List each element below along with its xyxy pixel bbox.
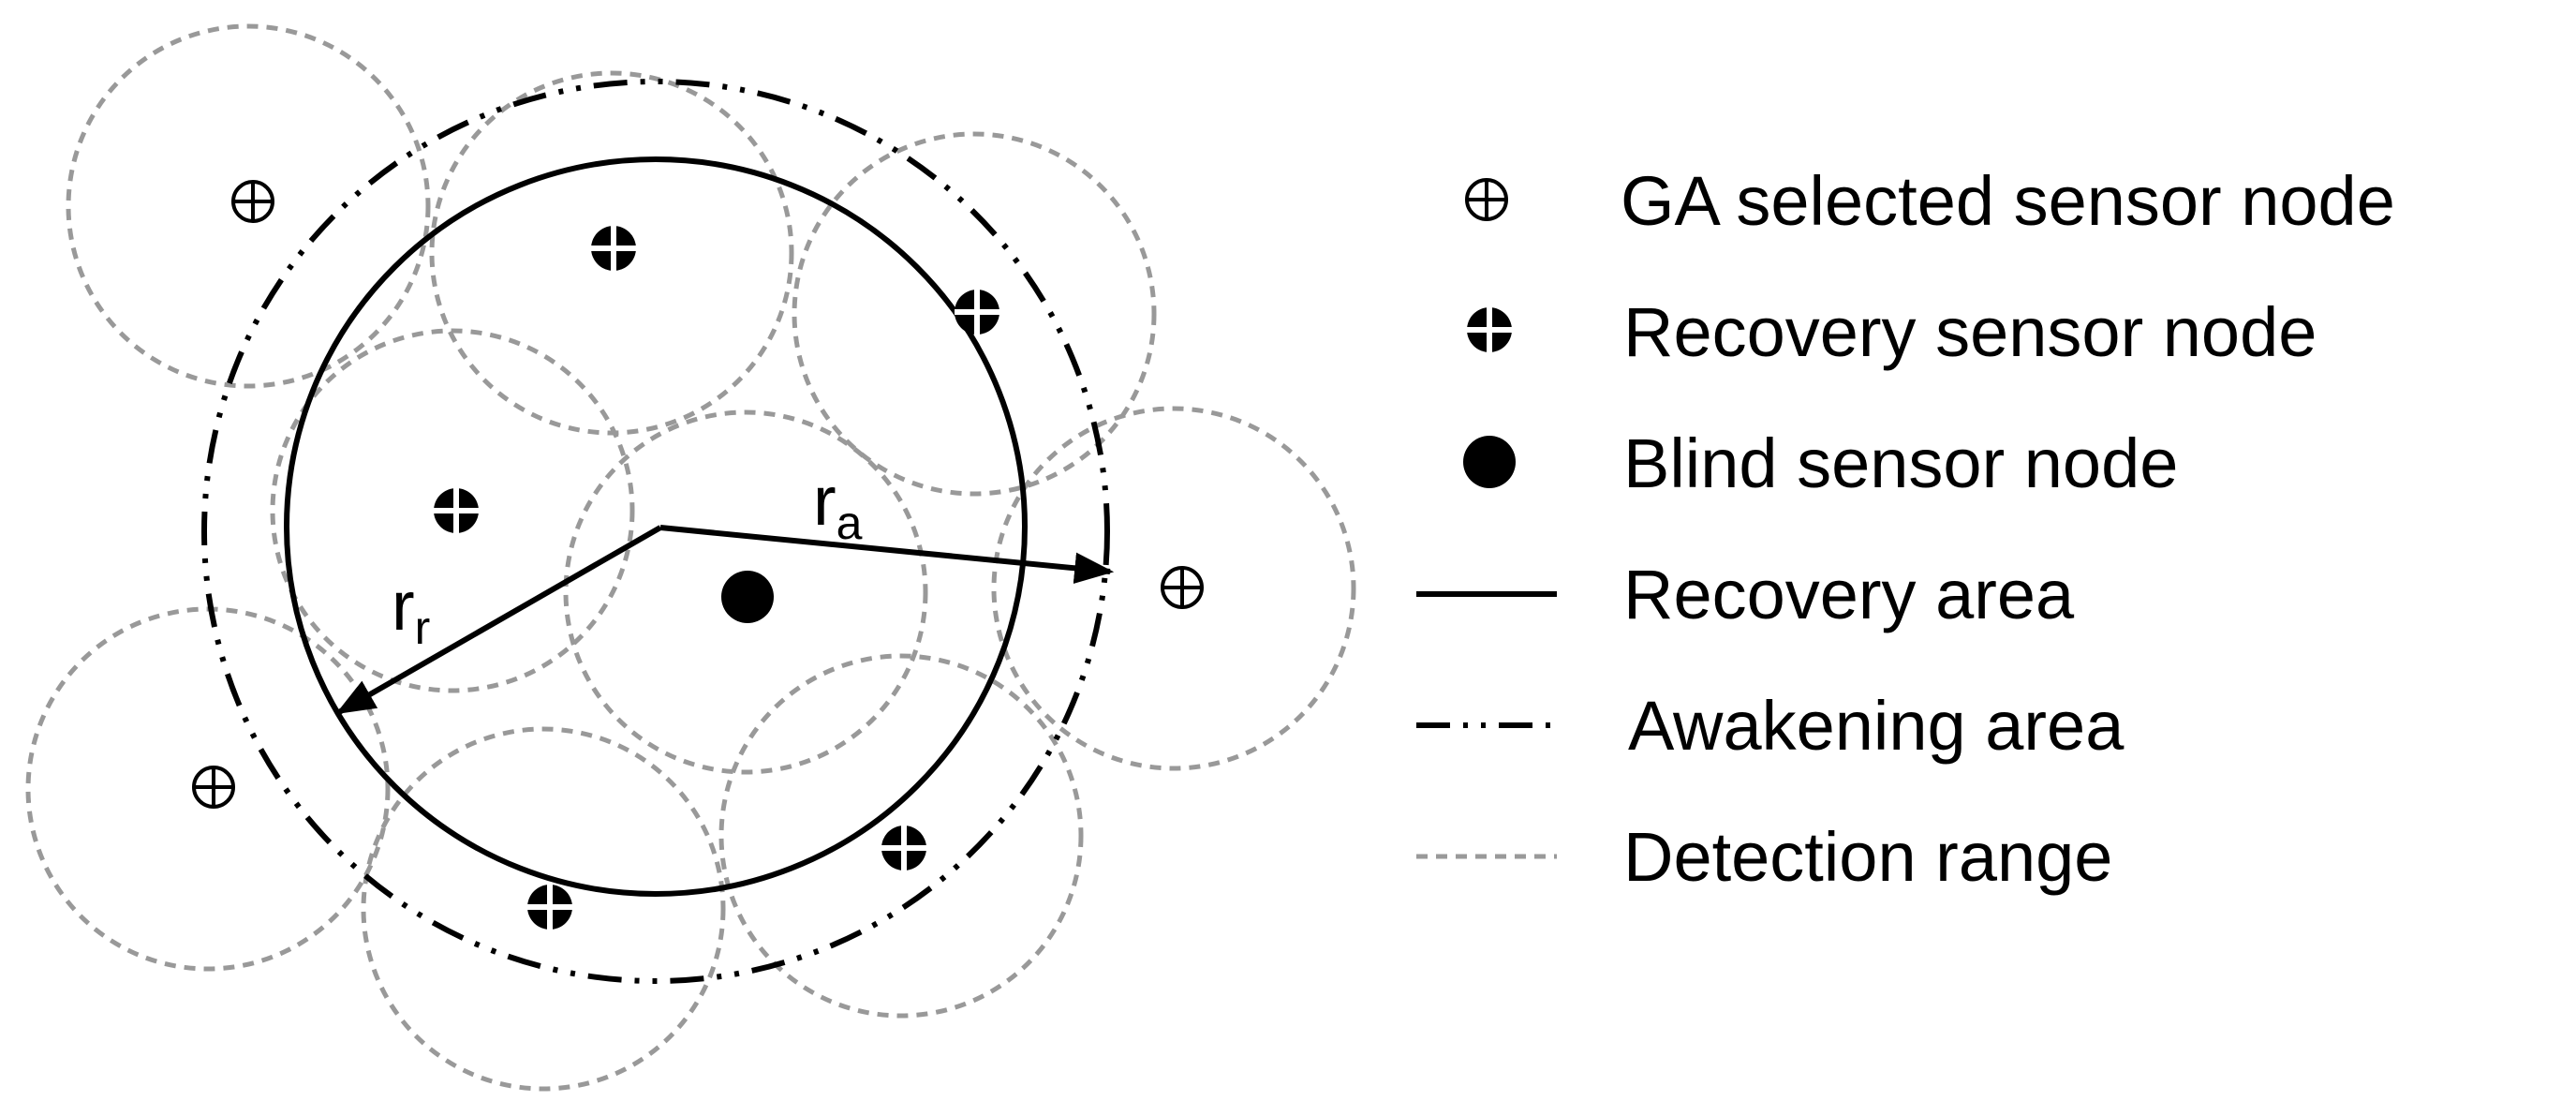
ga-selected-node-icon: [1465, 178, 1508, 221]
radius-a-arrow: [659, 525, 1115, 585]
recovery-node-icon: [434, 488, 479, 533]
radius-r-label: rr: [392, 567, 430, 654]
recovery-node-icon: [527, 885, 572, 930]
radius-r-sub: r: [415, 602, 431, 654]
legend-item-detection-range: Detection range: [1416, 818, 2112, 896]
legend-label: Recovery sensor node: [1623, 293, 2317, 371]
recovery-node-icon: [591, 226, 636, 271]
blind-node-icon: [721, 571, 774, 623]
ga-selected-node-icon: [231, 180, 274, 223]
radius-r-arrow: [335, 525, 662, 715]
recovery-nodes: [434, 226, 999, 930]
detection-range-circle: [429, 70, 794, 436]
detection-range-circle: [563, 409, 928, 775]
detection-range-circle: [718, 653, 1084, 1019]
legend-label: GA selected sensor node: [1621, 162, 2395, 240]
detection-range-circle: [792, 131, 1157, 497]
radius-a-sub: a: [836, 497, 863, 549]
legend-item-blind-node: Blind sensor node: [1463, 424, 2178, 502]
legend-label: Detection range: [1623, 818, 2112, 896]
radius-r-main: r: [392, 567, 415, 645]
blind-node-icon: [1463, 436, 1516, 488]
recovery-node-icon: [1467, 307, 1512, 352]
ga-selected-node-icon: [1161, 566, 1204, 609]
legend-label: Awakening area: [1628, 687, 2124, 765]
recovery-area: [284, 156, 1028, 897]
detection-range-circles: [25, 23, 1356, 1092]
legend-item-awakening-area: Awakening area: [1416, 687, 2124, 765]
ga-selected-nodes: [192, 180, 1204, 809]
ga-selected-node-icon: [192, 766, 235, 809]
radius-a-label: ra: [813, 462, 863, 549]
legend-label: Recovery area: [1623, 556, 2075, 633]
awakening-area: [201, 79, 1110, 984]
detection-range-circle: [25, 606, 391, 972]
recovery-node-icon: [955, 290, 999, 335]
detection-range-circle: [991, 406, 1356, 771]
legend-item-recovery-node: Recovery sensor node: [1467, 293, 2317, 371]
legend: GA selected sensor node Recovery sensor …: [1416, 162, 2395, 896]
detection-range-circle: [66, 23, 431, 389]
detection-range-circle: [361, 726, 726, 1092]
detection-range-circle: [270, 328, 635, 693]
legend-item-ga-selected: GA selected sensor node: [1465, 162, 2395, 240]
legend-item-recovery-area: Recovery area: [1416, 556, 2075, 633]
radius-a-main: r: [813, 462, 836, 540]
recovery-node-icon: [881, 826, 926, 870]
legend-label: Blind sensor node: [1623, 424, 2178, 502]
